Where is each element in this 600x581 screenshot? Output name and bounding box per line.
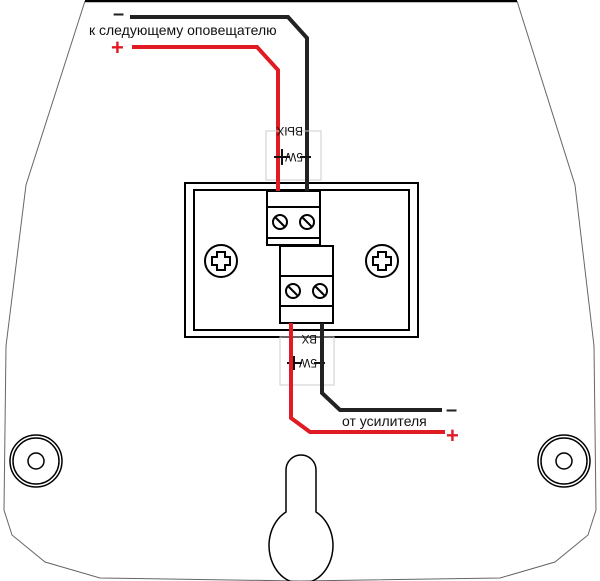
- plate-screw-left: [204, 244, 238, 278]
- input-tag-power: 5W: [298, 356, 317, 370]
- negative-wire-in: [320, 323, 442, 412]
- terminal-block-output: [266, 190, 321, 246]
- output-tag-label: ВЫХ: [276, 124, 303, 138]
- input-tag-label: ВХ: [302, 332, 317, 346]
- plus-sign-out: +: [111, 35, 124, 60]
- label-from-amp: от усилителя: [342, 413, 427, 429]
- output-tag-power: 5W: [284, 150, 303, 164]
- plus-sign-in: +: [446, 423, 459, 448]
- positive-wire-out: [132, 45, 280, 165]
- keyhole-slot: [268, 454, 334, 581]
- terminal-block-input: [279, 245, 334, 324]
- output-tag: [265, 130, 322, 181]
- minus-sign-in: –: [446, 399, 457, 421]
- mounting-hole-left: [9, 434, 63, 488]
- input-tag: [279, 336, 335, 386]
- minus-sign-out: –: [113, 3, 124, 25]
- label-to-next: к следующему оповещателю: [89, 22, 277, 38]
- plate-screw-right: [365, 244, 399, 278]
- negative-wire-out: [130, 15, 309, 165]
- positive-wire-in: [289, 323, 445, 434]
- mounting-hole-right: [537, 434, 591, 488]
